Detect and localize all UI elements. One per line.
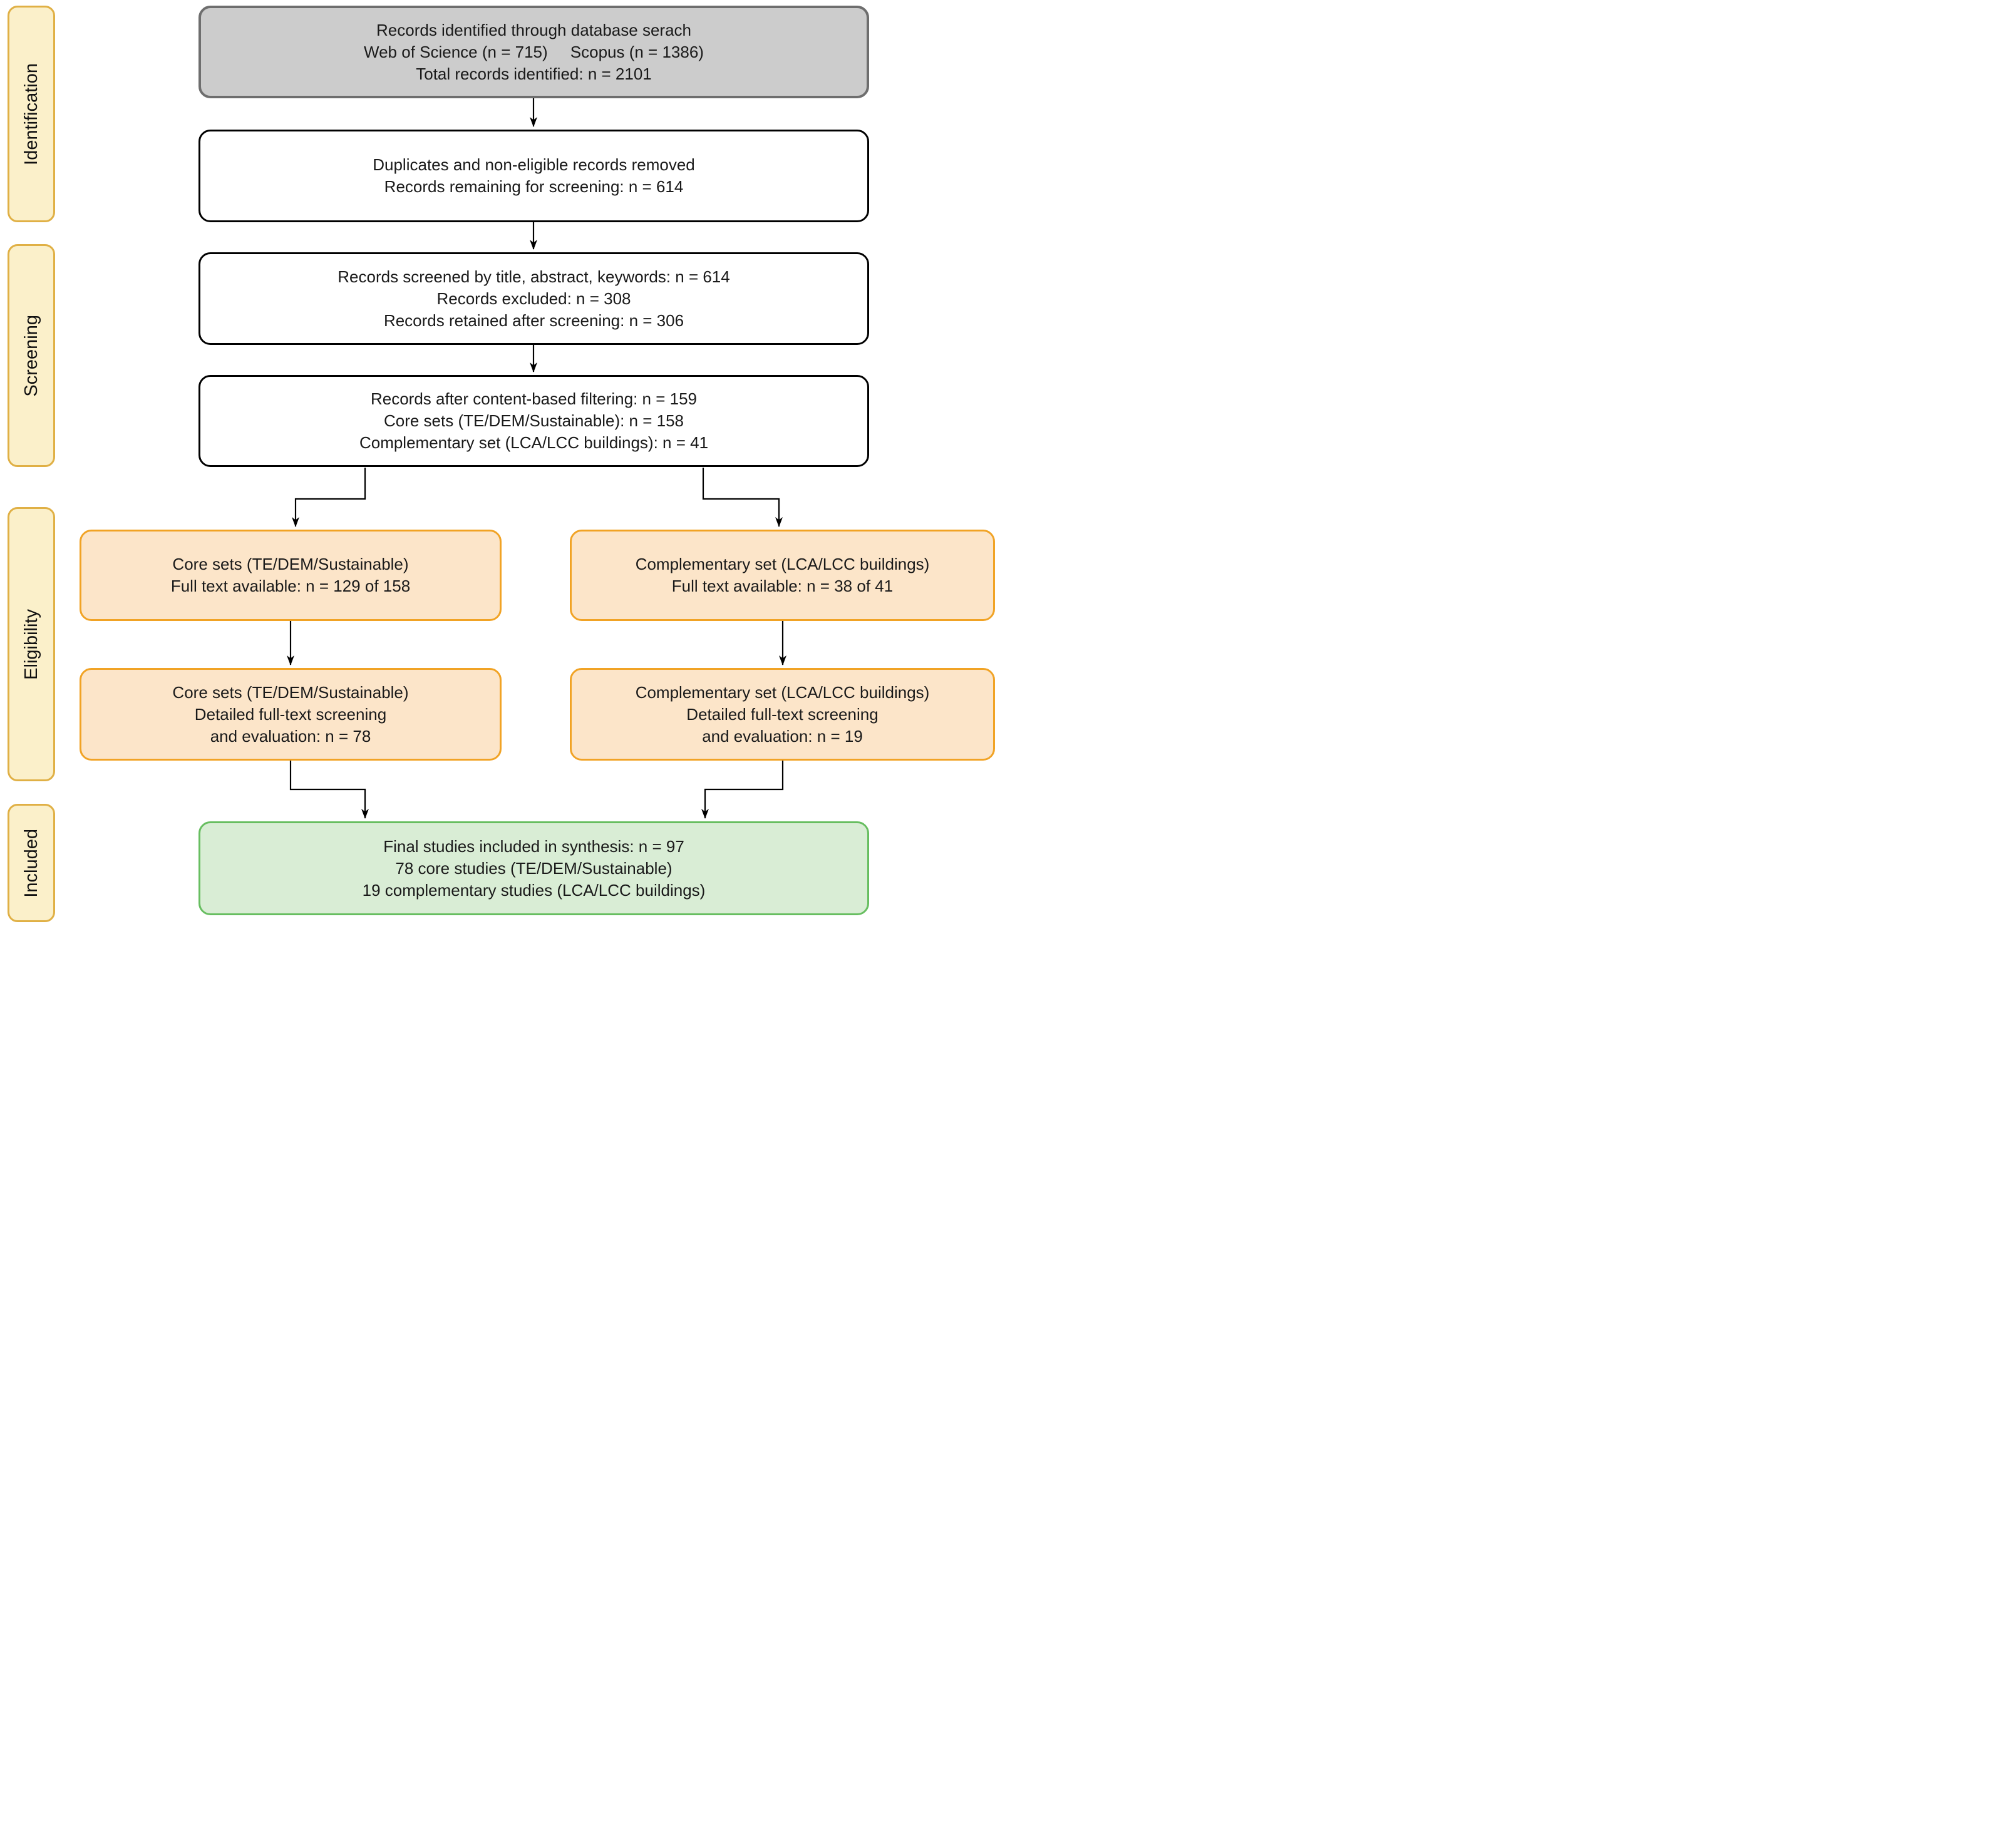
node-text-line: Records excluded: n = 308: [436, 289, 631, 308]
stage-screening: Screening: [8, 244, 55, 467]
node-text-line: Records retained after screening: n = 30…: [383, 311, 684, 330]
node-text-line: Core sets (TE/DEM/Sustainable): [172, 555, 409, 573]
node-text-line: Full text available: n = 38 of 41: [671, 577, 894, 595]
node-text-line: 19 complementary studies (LCA/LCC buildi…: [362, 880, 706, 900]
arrow-filtered-to-core-fulltext: [292, 468, 366, 527]
node-text-line: Records remaining for screening: n = 614: [384, 177, 684, 196]
stage-eligibility-label: Eligibility: [21, 608, 41, 680]
arrow-filtered-to-complementary-fulltext: [702, 468, 783, 527]
node-text-line: and evaluation: n = 19: [702, 726, 863, 746]
node-text-line: Records after content-based filtering: n…: [370, 389, 698, 408]
node-records-screened: Records screened by title, abstract, key…: [198, 252, 869, 345]
prisma-flow-diagram: Identification Screening Eligibility Inc…: [0, 0, 1002, 924]
node-text-line: Detailed full-text screening: [194, 704, 387, 724]
arrow-core-screening-to-synthesis: [289, 761, 369, 819]
node-content-filtered: Records after content-based filtering: n…: [198, 375, 869, 467]
node-text-line: Complementary set (LCA/LCC buildings): [635, 682, 930, 702]
node-text-line: Core sets (TE/DEM/Sustainable): n = 158: [383, 411, 684, 430]
stage-identification: Identification: [8, 6, 55, 222]
node-core-detailed-screening: Core sets (TE/DEM/Sustainable) Detailed …: [80, 668, 502, 761]
node-records-identified: Records identified through database sera…: [198, 6, 869, 98]
node-text-line: Complementary set (LCA/LCC buildings): [635, 555, 930, 573]
stage-eligibility: Eligibility: [8, 507, 55, 781]
node-core-fulltext-available: Core sets (TE/DEM/Sustainable) Full text…: [80, 530, 502, 621]
node-text-line: Records identified through database sera…: [376, 20, 691, 39]
node-text-line: Total records identified: n = 2101: [416, 64, 652, 83]
node-text-line: Detailed full-text screening: [686, 704, 879, 724]
arrow-complementary-screening-to-synthesis: [701, 761, 784, 819]
node-text-line: Complementary set (LCA/LCC buildings): n…: [359, 433, 709, 452]
node-text-line: Duplicates and non-eligible records remo…: [373, 155, 695, 174]
stage-included-label: Included: [21, 828, 41, 898]
stage-screening-label: Screening: [21, 314, 41, 397]
node-text-line: Web of Science (n = 715) Scopus (n = 138…: [364, 42, 704, 61]
node-text-line: Core sets (TE/DEM/Sustainable): [172, 682, 409, 702]
node-final-synthesis: Final studies included in synthesis: n =…: [198, 821, 869, 915]
node-text-line: Final studies included in synthesis: n =…: [383, 836, 684, 856]
node-complementary-detailed-screening: Complementary set (LCA/LCC buildings) De…: [570, 668, 995, 761]
node-duplicates-removed: Duplicates and non-eligible records remo…: [198, 130, 869, 222]
node-text-line: Records screened by title, abstract, key…: [338, 267, 730, 286]
node-complementary-fulltext-available: Complementary set (LCA/LCC buildings) Fu…: [570, 530, 995, 621]
stage-identification-label: Identification: [21, 63, 41, 165]
stage-included: Included: [8, 804, 55, 922]
node-text-line: 78 core studies (TE/DEM/Sustainable): [395, 858, 673, 878]
node-text-line: Full text available: n = 129 of 158: [170, 577, 411, 595]
node-text-line: and evaluation: n = 78: [210, 726, 371, 746]
